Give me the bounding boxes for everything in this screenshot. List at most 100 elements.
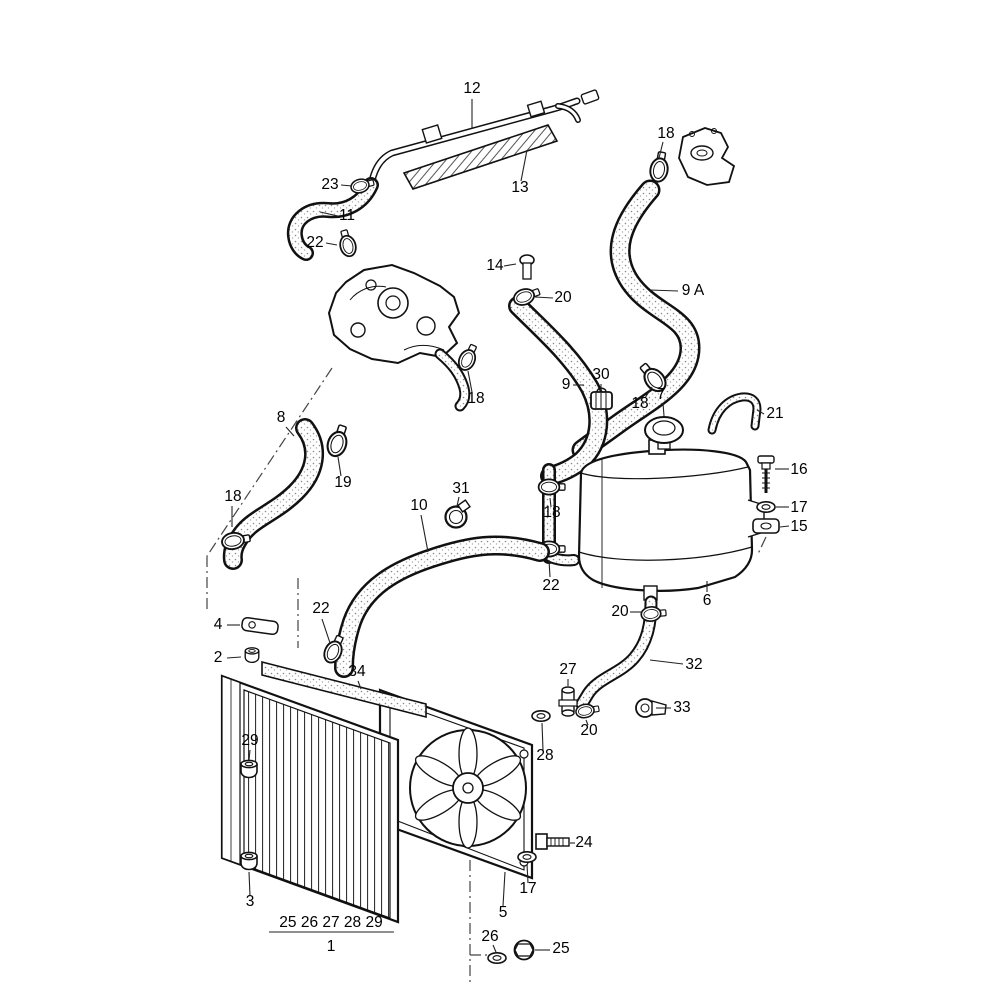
callout-22: 22 xyxy=(312,600,329,617)
washer-28 xyxy=(531,709,551,723)
callout-25: 25 xyxy=(552,940,569,957)
bolt-14 xyxy=(519,254,535,280)
hose-9 xyxy=(508,296,609,486)
thermostat-outlet xyxy=(678,127,736,186)
callout-18: 18 xyxy=(543,504,560,521)
leader-line-17 xyxy=(526,863,529,884)
leader-line-14 xyxy=(503,263,517,267)
callout-1: 1 xyxy=(327,938,336,955)
leader-line-11 xyxy=(319,211,339,217)
clamp-20-hose9 xyxy=(510,283,543,309)
callout-28: 28 xyxy=(536,747,553,764)
callout-30: 30 xyxy=(592,366,610,383)
clamp-19 xyxy=(323,422,353,460)
pipe-end-fitting xyxy=(580,89,600,105)
hose-10 xyxy=(334,535,550,678)
callout-5: 5 xyxy=(499,904,508,921)
callout-17: 17 xyxy=(790,499,807,516)
callout-3: 3 xyxy=(246,893,255,910)
clamp-20-tank-port xyxy=(639,604,668,623)
callout-26: 26 xyxy=(481,928,498,945)
seal-strip-34 xyxy=(261,660,427,719)
leader-line-20 xyxy=(534,296,554,299)
hose-11 xyxy=(286,177,379,261)
callout-13: 13 xyxy=(511,179,528,196)
bracket-13 xyxy=(402,124,559,190)
leader-line-9-A xyxy=(649,289,679,292)
callout-23: 23 xyxy=(321,176,338,193)
fitting-27 xyxy=(558,686,578,717)
callout-19: 19 xyxy=(334,474,351,491)
callout-22: 22 xyxy=(542,577,559,594)
washer-26 xyxy=(487,951,507,965)
leader-line-20 xyxy=(585,719,589,726)
leader-line-26 xyxy=(492,944,497,953)
callout-14: 14 xyxy=(486,257,504,274)
callout-8: 8 xyxy=(277,409,286,426)
leader-line-18 xyxy=(549,497,552,508)
callout-6: 6 xyxy=(703,592,712,609)
clip-30 xyxy=(590,387,613,410)
leader-line-34 xyxy=(357,680,362,690)
callout-33: 33 xyxy=(673,699,690,716)
leader-line-31 xyxy=(456,496,460,507)
leader-line-3 xyxy=(248,871,251,897)
cap-7 xyxy=(644,416,684,450)
callout-22: 22 xyxy=(306,234,323,251)
leader-line-8 xyxy=(285,426,295,437)
callout-27: 27 xyxy=(559,661,576,678)
leader-line-21 xyxy=(756,409,765,415)
leader-line-29 xyxy=(248,749,251,761)
pipe-12 xyxy=(368,89,600,185)
grommet-29 xyxy=(240,759,258,779)
plug-25 xyxy=(513,939,535,961)
callout-20: 20 xyxy=(554,289,572,306)
leader-line-18 xyxy=(644,386,653,399)
fan xyxy=(414,727,522,849)
leader-line-10 xyxy=(420,514,429,553)
callout-18: 18 xyxy=(657,125,674,142)
callout-21: 21 xyxy=(766,405,783,422)
hose-9a xyxy=(571,179,701,461)
leader-line-19 xyxy=(337,456,342,477)
callout-15: 15 xyxy=(790,518,807,535)
callout-31: 31 xyxy=(452,480,469,497)
callout-18: 18 xyxy=(224,488,241,505)
construction-lines xyxy=(206,367,767,985)
washer-17-tank xyxy=(756,500,776,514)
callout-12: 12 xyxy=(463,80,480,97)
leader-line-22 xyxy=(325,242,338,246)
callout-18: 18 xyxy=(467,390,484,407)
leader-line-5 xyxy=(502,871,506,907)
callout-9: 9 xyxy=(562,376,571,393)
callout-17: 17 xyxy=(519,880,536,897)
callout-10: 10 xyxy=(410,497,428,514)
radiator xyxy=(220,674,400,924)
leader-line-22 xyxy=(321,618,331,644)
screw-16 xyxy=(757,455,775,493)
callout-4: 4 xyxy=(214,616,223,633)
leader-line-7 xyxy=(662,402,665,417)
clamp-22-pump-inlet xyxy=(335,227,359,259)
leader-line-15 xyxy=(779,525,790,528)
callout-16: 16 xyxy=(790,461,807,478)
hose-21 xyxy=(707,392,762,435)
callout-20: 20 xyxy=(611,603,629,620)
callout-7: 7 xyxy=(657,386,666,403)
clip-15 xyxy=(752,518,780,534)
leader-line-32 xyxy=(649,659,684,665)
leader-line-18 xyxy=(467,370,473,393)
callout-34: 34 xyxy=(348,663,366,680)
callout-24: 24 xyxy=(575,834,593,851)
leader-line-2 xyxy=(226,656,242,659)
pipe-clip xyxy=(421,124,443,144)
callout-25-26-27-28-29: 25 26 27 28 29 xyxy=(279,914,382,931)
leader-line-28 xyxy=(541,722,544,751)
grommet-2 xyxy=(244,647,260,664)
bolt-24 xyxy=(535,833,570,850)
grommet-3 xyxy=(240,851,258,871)
callout-2: 2 xyxy=(214,649,223,666)
